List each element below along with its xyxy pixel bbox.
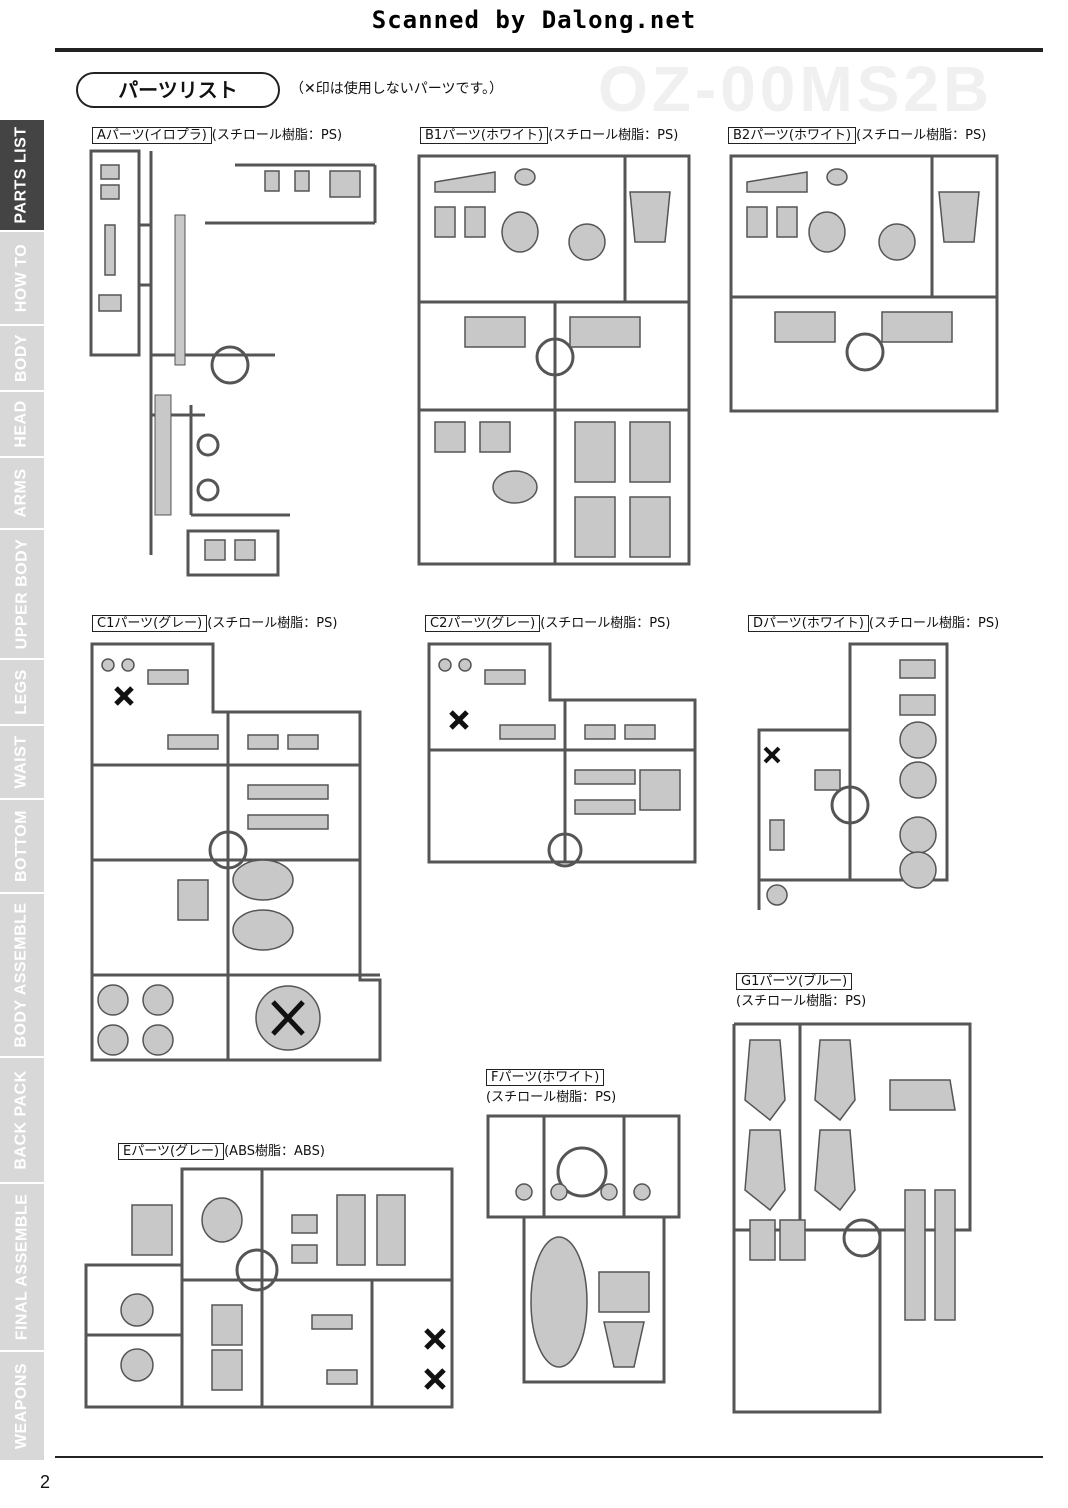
sprue-name: Fパーツ(ホワイト) (486, 1069, 605, 1086)
sidebar-item-weapons[interactable]: WEAPONS (0, 1352, 44, 1462)
page-number: 2 (40, 1472, 51, 1492)
sprue-d-diagram (755, 640, 955, 920)
sidebar-item-label: BOTTOM (13, 809, 30, 883)
sidebar-item-label: UPPER BODY (13, 538, 31, 650)
sprue-material: (スチロール樹脂：PS) (736, 994, 867, 1009)
sprue-material: (スチロール樹脂：PS) (211, 128, 343, 143)
sprue-material: (スチロール樹脂：PS) (207, 616, 338, 631)
sprue-e-diagram (82, 1165, 462, 1415)
sidebar-item-parts-list[interactable]: PARTS LIST (0, 120, 44, 232)
sprue-material: (スチロール樹脂：PS) (868, 616, 1000, 631)
sprue-b2-diagram (727, 152, 1002, 417)
bottom-rule (55, 1456, 1043, 1458)
sidebar: PARTS LIST HOW TO BODY HEAD ARMS UPPER B… (0, 120, 44, 1462)
sprue-label-g1-material: (スチロール樹脂：PS) (736, 990, 866, 1009)
sidebar-item-label: HOW TO (13, 243, 31, 313)
sprue-name: B2パーツ(ホワイト) (728, 127, 857, 144)
sidebar-item-back-pack[interactable]: BACK PACK (0, 1058, 44, 1184)
sprue-name: C1パーツ(グレー) (92, 615, 208, 632)
sidebar-item-how-to[interactable]: HOW TO (0, 232, 44, 326)
sidebar-item-label: BODY ASSEMBLE (13, 902, 30, 1048)
sidebar-item-head[interactable]: HEAD (0, 392, 44, 458)
sprue-name: Aパーツ(イロプラ) (92, 127, 212, 144)
section-note: （✕印は使用しないパーツです。） (290, 81, 504, 97)
sidebar-item-label: PARTS LIST (13, 126, 30, 224)
scan-header: Scanned by Dalong.net (371, 6, 697, 34)
sidebar-item-body[interactable]: BODY (0, 326, 44, 392)
sprue-label-c2: C2パーツ(グレー)(スチロール樹脂：PS) (425, 612, 671, 632)
sprue-name: C2パーツ(グレー) (425, 615, 541, 632)
top-rule (55, 48, 1043, 52)
sidebar-item-label: LEGS (13, 669, 30, 715)
sprue-material: (スチロール樹脂：PS) (486, 1090, 617, 1105)
sprue-label-d: Dパーツ(ホワイト)(スチロール樹脂：PS) (748, 612, 1000, 632)
sprue-a-diagram (85, 145, 385, 585)
sidebar-item-body-assemble[interactable]: BODY ASSEMBLE (0, 894, 44, 1058)
sprue-g1-diagram (730, 1020, 980, 1420)
sprue-material: (スチロール樹脂：PS) (548, 128, 679, 143)
sidebar-item-bottom[interactable]: BOTTOM (0, 800, 44, 894)
sprue-label-f-material: (スチロール樹脂：PS) (486, 1086, 616, 1105)
sprue-label-b2: B2パーツ(ホワイト)(スチロール樹脂：PS) (728, 124, 987, 144)
sidebar-item-final-assemble[interactable]: FINAL ASSEMBLE (0, 1184, 44, 1352)
sprue-name: Dパーツ(ホワイト) (748, 615, 869, 632)
sidebar-item-waist[interactable]: WAIST (0, 726, 44, 800)
sprue-material: (スチロール樹脂：PS) (856, 128, 987, 143)
sidebar-item-label: BODY (13, 333, 31, 383)
sidebar-item-arms[interactable]: ARMS (0, 458, 44, 530)
sidebar-item-legs[interactable]: LEGS (0, 660, 44, 726)
sidebar-item-label: FINAL ASSEMBLE (13, 1193, 30, 1341)
sprue-label-e: Eパーツ(グレー)(ABS樹脂：ABS) (118, 1140, 325, 1160)
sprue-label-g1: G1パーツ(ブルー) (736, 970, 853, 990)
sprue-label-a: Aパーツ(イロプラ)(スチロール樹脂：PS) (92, 124, 343, 144)
sprue-material: (スチロール樹脂：PS) (540, 616, 671, 631)
sprue-label-c1: C1パーツ(グレー)(スチロール樹脂：PS) (92, 612, 338, 632)
sidebar-item-label: ARMS (13, 468, 31, 518)
sprue-name: Eパーツ(グレー) (118, 1143, 225, 1160)
sprue-name: G1パーツ(ブルー) (736, 973, 853, 990)
background-title: OZ-00MS2B (598, 53, 994, 125)
sprue-label-b1: B1パーツ(ホワイト)(スチロール樹脂：PS) (420, 124, 679, 144)
sprue-c2-diagram (425, 640, 705, 870)
sidebar-item-label: BACK PACK (13, 1070, 30, 1170)
sidebar-item-upper-body[interactable]: UPPER BODY (0, 530, 44, 660)
sprue-b1-diagram (415, 152, 695, 572)
sprue-f-diagram (484, 1112, 684, 1392)
sprue-c1-diagram (88, 640, 388, 1080)
sidebar-item-label: WEAPONS (13, 1362, 31, 1450)
sidebar-item-label: HEAD (13, 400, 30, 448)
sprue-material: (ABS樹脂：ABS) (224, 1144, 325, 1159)
sidebar-item-label: WAIST (13, 735, 31, 789)
section-title: パーツリスト (76, 72, 280, 108)
sprue-label-f: Fパーツ(ホワイト) (486, 1066, 605, 1086)
sprue-name: B1パーツ(ホワイト) (420, 127, 549, 144)
